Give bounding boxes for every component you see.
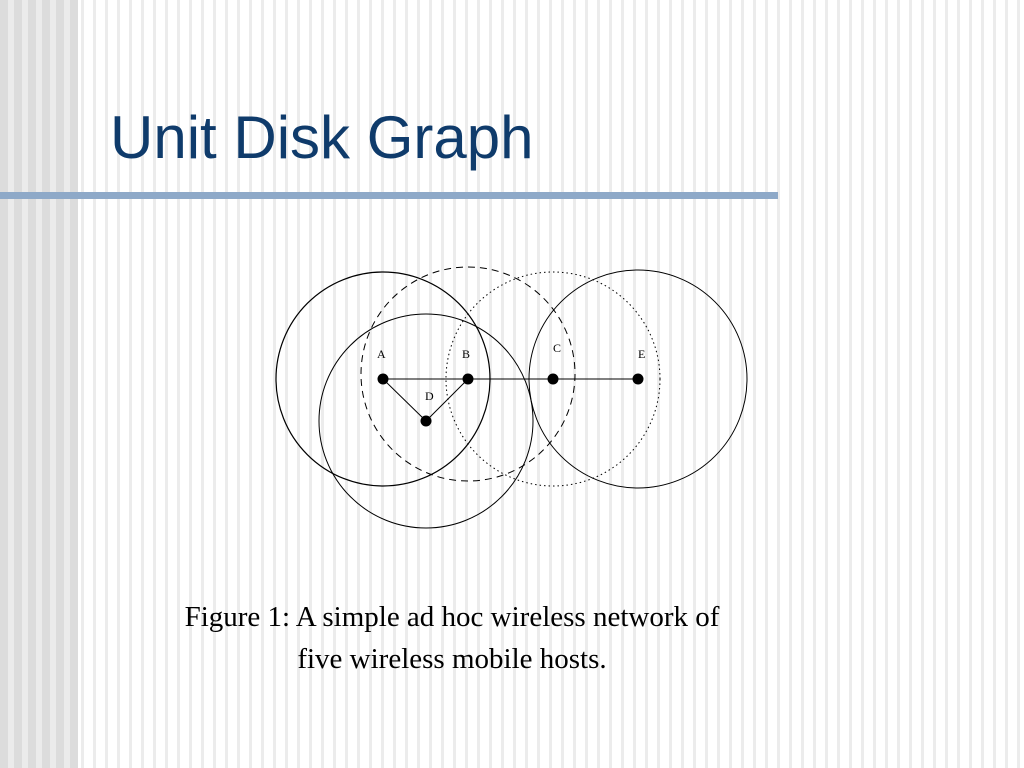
range-circle-c (445, 271, 661, 487)
node-label-d: D (425, 389, 434, 403)
range-circle-d (318, 313, 534, 529)
edge-b-d (425, 378, 469, 422)
caption-line-1: Figure 1: A simple ad hoc wireless netwo… (184, 601, 720, 633)
range-circle-b (360, 266, 576, 482)
title-underline-rule (0, 192, 778, 199)
figure-caption: Figure 1: A simple ad hoc wireless netwo… (132, 596, 772, 680)
node-label-c: C (553, 341, 561, 355)
node-label-b: B (462, 347, 470, 361)
node-label-a: A (377, 347, 386, 361)
node-a (377, 373, 389, 385)
slide-title: Unit Disk Graph (110, 104, 534, 171)
node-b (462, 373, 474, 385)
node-e (632, 373, 644, 385)
node-c (547, 373, 559, 385)
caption-line-2: five wireless mobile hosts. (297, 643, 607, 675)
node-label-e: E (638, 347, 645, 361)
node-d (420, 415, 432, 427)
edge-a-d (382, 378, 427, 422)
left-stripe-band (0, 0, 78, 768)
